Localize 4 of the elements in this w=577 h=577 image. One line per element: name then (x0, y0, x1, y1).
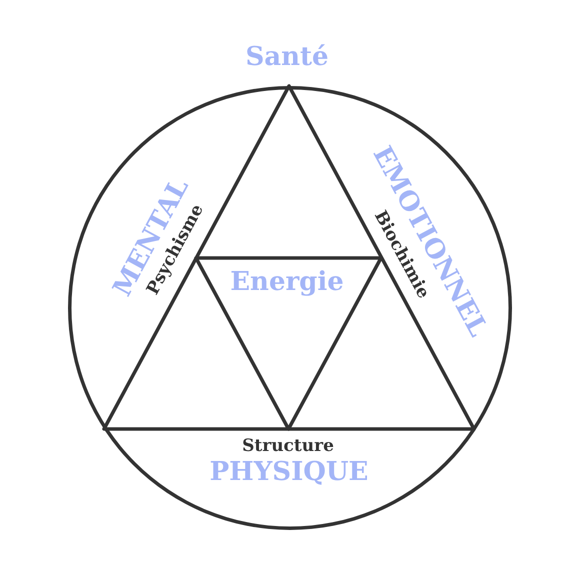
center-label: Energie (230, 268, 344, 298)
heading-text: Santé (245, 43, 329, 73)
bottom-label: PHYSIQUE (210, 458, 368, 488)
sub-label: Structure (242, 437, 334, 457)
